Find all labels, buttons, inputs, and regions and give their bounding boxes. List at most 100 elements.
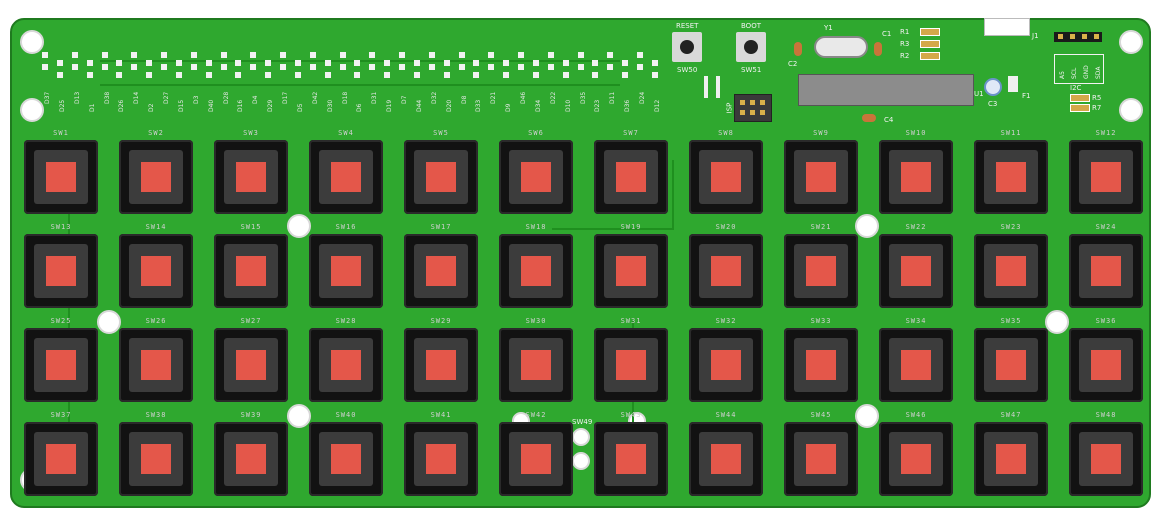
diode-label: D21 [490,91,497,104]
key-switch[interactable]: SW8 [689,129,763,214]
mount-hole [855,404,879,428]
boot-knob [744,40,758,54]
diode-pad [206,72,212,78]
diode-pad [102,52,108,58]
key-housing [319,432,373,486]
key-switch[interactable]: SW33 [784,317,858,402]
key-switch[interactable]: SW14 [119,223,193,308]
key-cap [426,256,456,286]
key-switch[interactable]: SW16 [309,223,383,308]
key-switch[interactable]: SW44 [689,411,763,496]
key-switch[interactable]: SW28 [309,317,383,402]
key-switch[interactable]: SW15 [214,223,288,308]
key-housing [699,150,753,204]
trace [100,60,620,62]
key-switch[interactable]: SW46 [879,411,953,496]
key-switch[interactable]: SW47 [974,411,1048,496]
key-switch[interactable]: SW37 [24,411,98,496]
key-switch[interactable]: SW48 [1069,411,1143,496]
key-switch[interactable]: SW21 [784,223,858,308]
mount-hole-top-left [20,30,44,54]
diode-label: D44 [416,99,423,112]
diode-pad [116,60,122,66]
key-switch[interactable]: SW2 [119,129,193,214]
key-housing [224,432,278,486]
diode-pad [488,52,494,58]
key-ref-label: SW40 [335,411,357,419]
diode-pad [131,52,137,58]
key-switch[interactable]: SW3 [214,129,288,214]
key-housing [129,338,183,392]
key-switch[interactable]: SW7 [594,129,668,214]
key-ref-label: SW12 [1095,129,1117,137]
boot-button[interactable] [736,32,766,62]
key-switch[interactable]: SW36 [1069,317,1143,402]
key-switch[interactable]: SW39 [214,411,288,496]
key-switch[interactable]: SW42 [499,411,573,496]
key-switch[interactable]: SW43 [594,411,668,496]
key-cap [236,350,266,380]
key-switch[interactable]: SW31 [594,317,668,402]
key-switch[interactable]: SW32 [689,317,763,402]
key-cap [426,162,456,192]
key-switch[interactable]: SW9 [784,129,858,214]
key-switch[interactable]: SW12 [1069,129,1143,214]
diode-pad [548,64,554,70]
key-switch[interactable]: SW27 [214,317,288,402]
key-switch[interactable]: SW30 [499,317,573,402]
key-ref-label: SW41 [430,411,452,419]
diode-pad [87,60,93,66]
key-switch[interactable]: SW13 [24,223,98,308]
key-cap [901,256,931,286]
c3-label: C3 [988,100,998,108]
key-ref-label: SW36 [1095,317,1117,325]
key-switch[interactable]: SW34 [879,317,953,402]
diode-label: D2 [148,103,155,112]
key-switch[interactable]: SW5 [404,129,478,214]
key-switch[interactable]: SW26 [119,317,193,402]
key-switch[interactable]: SW38 [119,411,193,496]
key-switch[interactable]: SW18 [499,223,573,308]
mount-hole [287,214,311,238]
key-switch[interactable]: SW1 [24,129,98,214]
diode-pad [265,72,271,78]
key-switch[interactable]: SW35 [974,317,1048,402]
key-ref-label: SW25 [50,317,72,325]
key-switch[interactable]: SW22 [879,223,953,308]
reset-button[interactable] [672,32,702,62]
key-switch[interactable]: SW10 [879,129,953,214]
key-cap [236,444,266,474]
key-switch[interactable]: SW23 [974,223,1048,308]
diode-label: D12 [654,99,661,112]
key-switch[interactable]: SW45 [784,411,858,496]
key-ref-label: SW14 [145,223,167,231]
key-switch[interactable]: SW4 [309,129,383,214]
key-ref-label: SW2 [148,129,164,137]
isp-pin [760,110,765,115]
key-switch[interactable]: SW40 [309,411,383,496]
key-housing [224,338,278,392]
key-switch[interactable]: SW17 [404,223,478,308]
key-housing [1079,244,1133,298]
key-housing [794,338,848,392]
diode-pad [622,72,628,78]
key-switch[interactable]: SW11 [974,129,1048,214]
key-ref-label: SW22 [905,223,927,231]
key-cap [426,444,456,474]
diode-label: D33 [475,99,482,112]
key-ref-label: SW8 [718,129,734,137]
key-housing [509,150,563,204]
diode-label: D32 [431,91,438,104]
key-switch[interactable]: SW19 [594,223,668,308]
i2c-pin [1058,34,1063,39]
key-housing [604,432,658,486]
diode-pad [563,60,569,66]
key-switch[interactable]: SW29 [404,317,478,402]
key-housing [984,244,1038,298]
key-switch[interactable]: SW41 [404,411,478,496]
key-switch[interactable]: SW24 [1069,223,1143,308]
isp-pin [750,100,755,105]
key-switch[interactable]: SW25 [24,317,98,402]
key-switch[interactable]: SW6 [499,129,573,214]
key-switch[interactable]: SW20 [689,223,763,308]
